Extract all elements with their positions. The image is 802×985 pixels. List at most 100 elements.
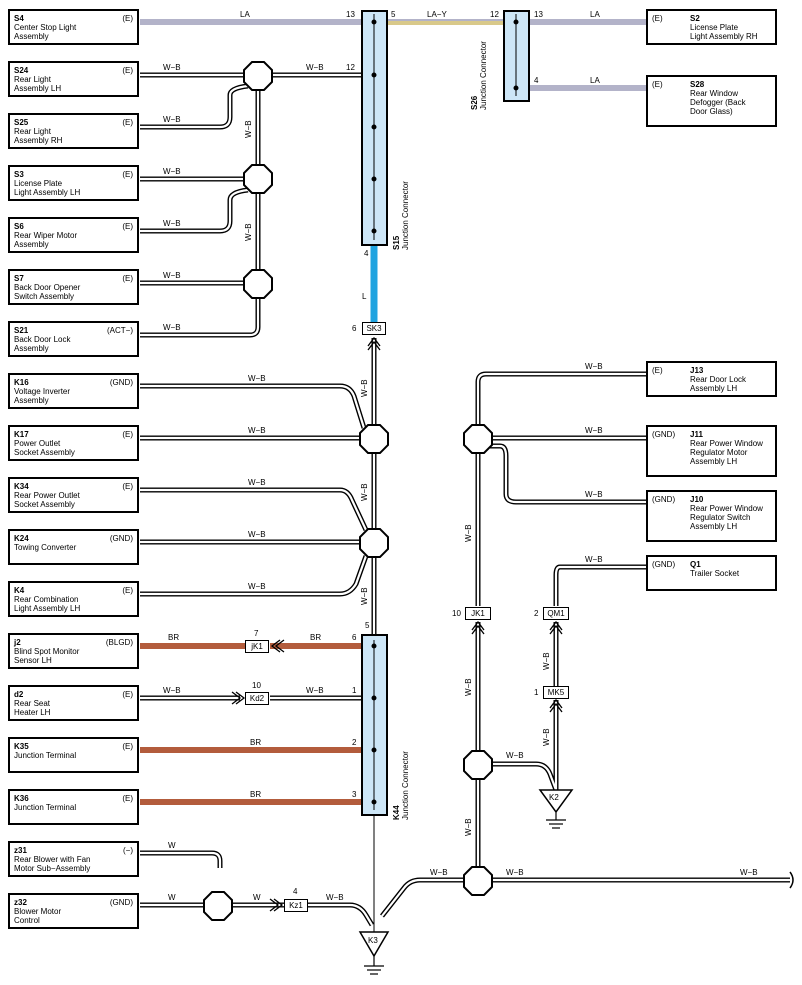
pin-number: 12 [346,63,355,72]
junction-k44-name: Junction Connector [401,751,410,820]
component-name: Back Door Lock Assembly [14,335,71,353]
component-name: Center Stop Light Assembly [14,23,77,41]
wire-label-w: W [168,893,176,902]
component-code: S25 [14,118,29,127]
terminal-label: (E) [122,170,133,179]
wire-label-wb: W−B [506,868,524,877]
wire-label-wb: W−B [740,868,758,877]
wire-label-wb: W−B [542,728,551,746]
pin-number: 1 [352,686,357,695]
splice [359,528,389,558]
component-name: Back Door Opener Switch Assembly [14,283,81,301]
terminal-label: (E) [122,118,133,127]
splice [359,424,389,454]
terminal-label: (GND) [652,495,676,504]
wire-label-wb: W−B [585,426,603,435]
splice [243,61,273,91]
wire-label-wb: W−B [585,555,603,564]
wire-label-wb: W−B [248,530,266,539]
component-name: Rear Light Assembly RH [14,127,63,145]
ground-k3-label: K3 [368,936,378,945]
component-name: License Plate Light Assembly RH [690,23,758,41]
splice [463,424,493,454]
junction-s26-name: Junction Connector [479,41,488,110]
ground-k2-symbol [538,789,574,814]
component-code: K35 [14,742,29,751]
component-code: K36 [14,794,29,803]
wire-label-br: BR [168,633,180,642]
component-name: Junction Terminal [14,751,77,760]
connector-qm1: QM1 [543,607,569,620]
wire-label-wb: W−B [306,686,324,695]
pin-number: 4 [364,249,369,258]
wire-label-wb: W−B [542,652,551,670]
splice [243,269,273,299]
component-name: Trailer Socket [690,569,740,578]
junction-s26-code: S26 [470,95,479,110]
wire-label-wb: W−B [464,818,473,836]
pin-number: 5 [365,621,370,630]
wire-label-wb: W−B [163,167,181,176]
wire-label-wb: W−B [360,483,369,501]
component-code: J11 [690,430,703,439]
component-name: Rear Blower with Fan Motor Sub−Assembly [14,855,91,873]
terminal-label: (GND) [652,560,676,569]
wire-label-wb: W−B [244,223,253,241]
wire-label-w: W [168,841,176,850]
component-code: z32 [14,898,27,907]
component-name: Rear Window Defogger (Back Door Glass) [690,89,746,116]
splice [463,866,493,896]
connector-jk1-right: JK1 [465,607,491,620]
terminal-label: (E) [122,794,133,803]
wire-label-wb: W−B [585,490,603,499]
wire-label-wb: W−B [360,587,369,605]
wire-label-wb: W−B [248,374,266,383]
pin-number: 5 [391,10,396,19]
wire-label-wb: W−B [360,379,369,397]
wire-label-la: LA [590,76,600,85]
wire-label-br: BR [250,790,262,799]
wire-label-wb: W−B [163,63,181,72]
component-code: S24 [14,66,29,75]
pin-number: 2 [534,609,539,618]
wire-label-wb: W−B [430,868,448,877]
splice [243,164,273,194]
wire-label-la: LA [590,10,600,19]
pin-number: 10 [452,609,461,618]
terminal-label: (E) [122,690,133,699]
component-name: Blower Motor Control [14,907,62,925]
component-code: J13 [690,366,704,375]
pin-number: 13 [346,10,355,19]
wire-label-wb: W−B [326,893,344,902]
junction-s15-name: Junction Connector [401,181,410,250]
terminal-label: (GND) [109,378,133,387]
component-name: Blind Spot Monitor Sensor LH [14,647,80,665]
component-code: d2 [14,690,24,699]
wire-label-wb: W−B [464,524,473,542]
junction-k44-code: K44 [392,805,401,820]
component-code: S21 [14,326,29,335]
connector-mk5: MK5 [543,686,569,699]
component-code: K24 [14,534,29,543]
wire-label-wb: W−B [163,323,181,332]
component-code: z31 [14,846,27,855]
component-code: Q1 [690,560,701,569]
component-code: K17 [14,430,29,439]
wire-label-wb: W−B [163,115,181,124]
terminal-label: (E) [122,586,133,595]
pin-number: 4 [534,76,539,85]
